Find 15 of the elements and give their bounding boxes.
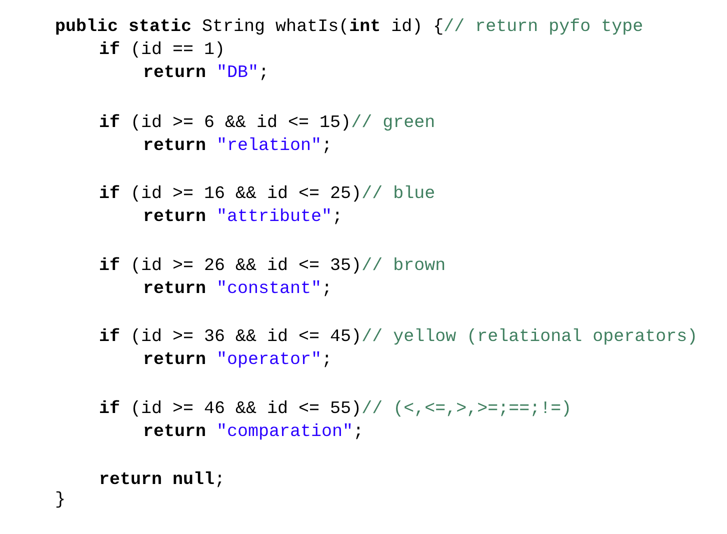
code-line: return "attribute"; [143, 206, 343, 228]
code-line: } [55, 489, 66, 511]
code-line: return "constant"; [143, 278, 332, 300]
code-line: if (id >= 36 && id <= 45)// yellow (relational operators) [99, 326, 698, 348]
code-line: if (id >= 26 && id <= 35)// brown [99, 255, 446, 277]
code-line: if (id >= 46 && id <= 55)// (<,<=,>,>=;==;!=) [99, 398, 572, 420]
code-line: return "relation"; [143, 135, 332, 157]
code-line: return "comparation"; [143, 421, 364, 443]
code-line: return "DB"; [143, 62, 270, 84]
code-line: public static String whatIs(int id) {// return pyfo type [55, 16, 644, 38]
code-line: if (id >= 6 && id <= 15)// green [99, 112, 436, 134]
code-line: return "operator"; [143, 349, 332, 371]
code-line: if (id == 1) [99, 39, 226, 61]
code-line: return null; [99, 469, 226, 491]
code-line: if (id >= 16 && id <= 25)// blue [99, 183, 436, 205]
